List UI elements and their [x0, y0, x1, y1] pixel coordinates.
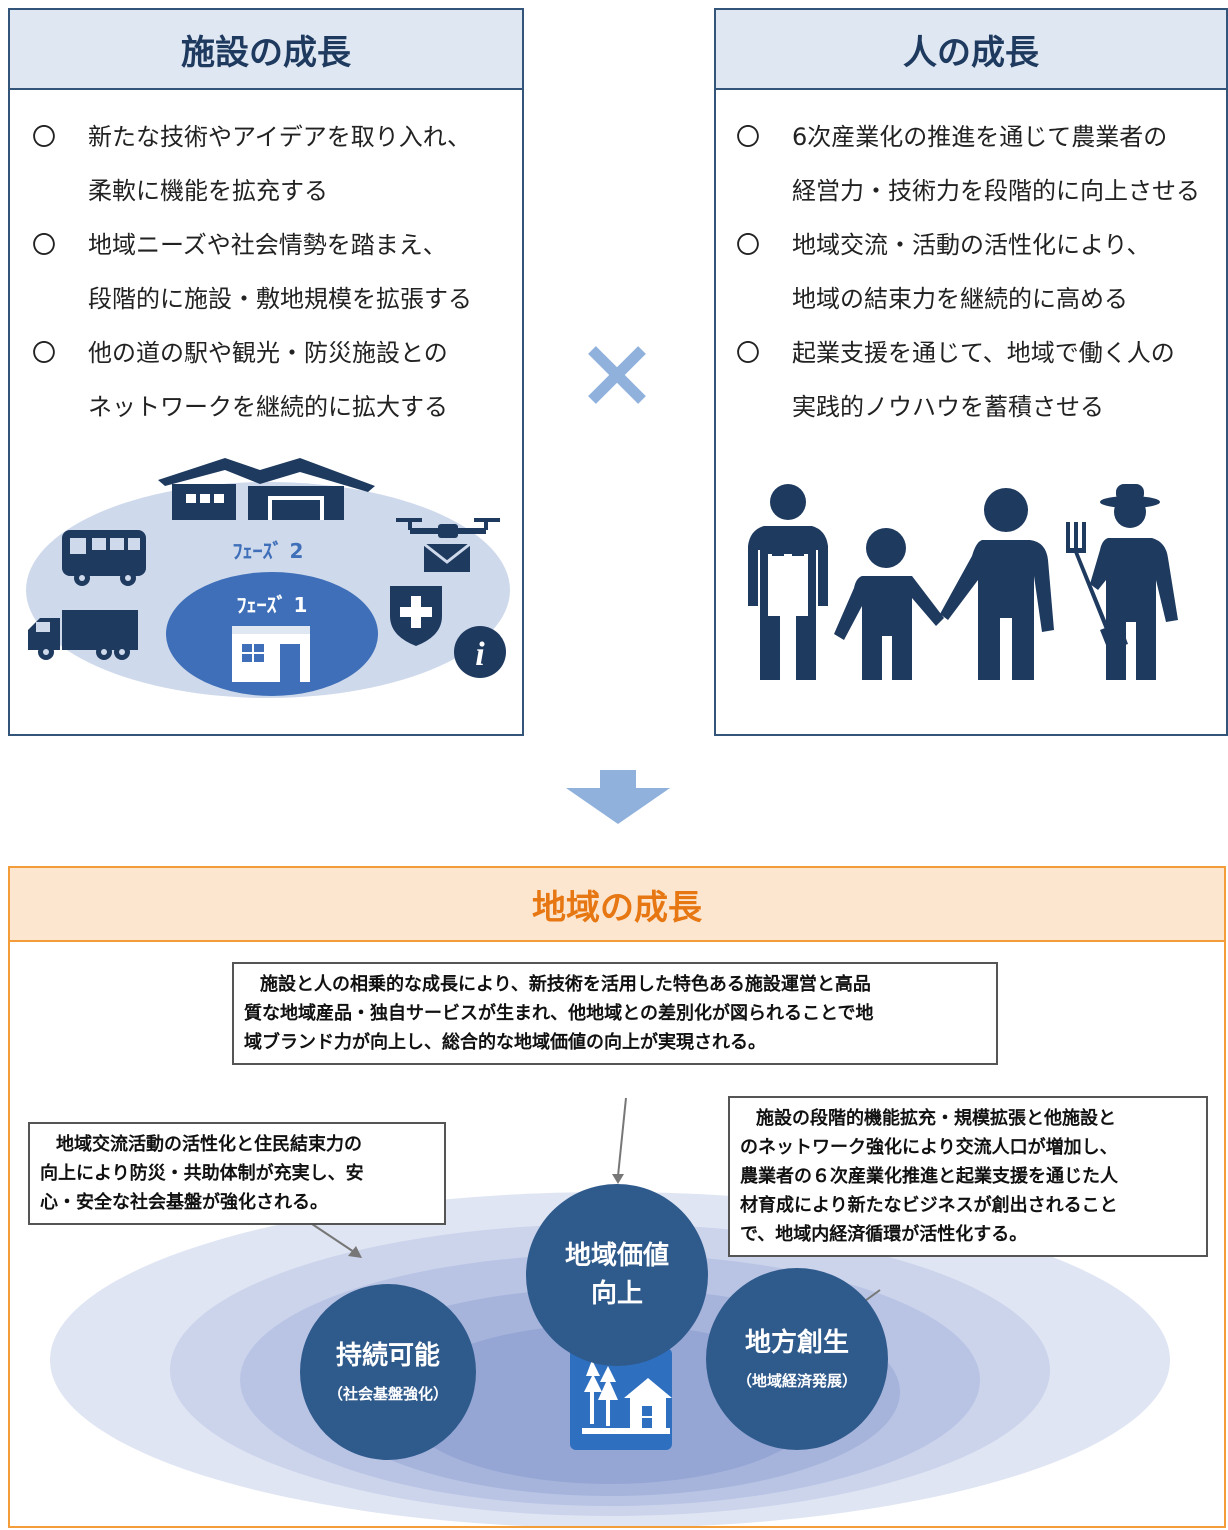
warehouse-icon: [158, 458, 375, 520]
regional-growth-title: 地域の成長: [10, 868, 1224, 942]
facility-bullet-1-line-2: 柔軟に機能を拡充する: [88, 177, 328, 205]
sustainability-sub: （社会基盤強化）: [327, 1385, 448, 1403]
info-icon: i: [454, 626, 506, 678]
callout-regional-value-line-1: 施設と人の相乗的な成長により、新技術を活用した特色ある施設運営と高品: [260, 974, 871, 995]
bullet-mark: 〇: [32, 231, 56, 259]
bullet-mark: 〇: [736, 123, 760, 151]
people-bullet-2: 〇 地域交流・活動の活性化により、地域の結束力を継続的に高める: [736, 218, 1224, 326]
callout-sustainability-line-3: 心・安全な社会基盤が強化される。: [40, 1192, 328, 1213]
child-icon: [834, 528, 944, 680]
apron-worker-icon: [748, 484, 828, 680]
regional-revitalization-sub: （地域経済発展）: [736, 1372, 857, 1390]
callout-regional-revitalization: 施設の段階的機能拡充・規模拡張と他施設と のネットワーク強化により交流人口が増加…: [728, 1096, 1208, 1257]
callout-regional-revitalization-line-1: 施設の段階的機能拡充・規模拡張と他施設と: [756, 1108, 1116, 1129]
regional-value-line-2: 向上: [590, 1279, 643, 1309]
people-illustration: [748, 484, 1178, 680]
facility-illustration: ﾌｪｰｽﾞ 2 ﾌｪｰｽﾞ 1: [26, 458, 510, 698]
callout-regional-value: 施設と人の相乗的な成長により、新技術を活用した特色ある施設運営と高品 質な地域産…: [232, 962, 998, 1065]
adult-icon: [940, 488, 1054, 680]
regional-revitalization-circle: 地方創生 （地域経済発展）: [706, 1268, 888, 1450]
down-arrow-icon: [566, 770, 670, 824]
callout-regional-value-line-3: 域ブランド力が向上し、総合的な地域価値の向上が実現される。: [244, 1032, 766, 1053]
shop-icon: [232, 626, 310, 682]
callout-sustainability-line-1: 地域交流活動の活性化と住民結束力の: [56, 1134, 362, 1155]
regional-growth-panel: 地域の成長 施設と人の相乗的な成長により、新技術を活用した特色ある施設運営と高品: [8, 866, 1226, 1528]
people-bullet-3: 〇 起業支援を通じて、地域で働く人の実践的ノウハウを蓄積させる: [736, 326, 1224, 434]
facility-bullet-1: 〇 新たな技術やアイデアを取り入れ、柔軟に機能を拡充する: [32, 110, 512, 218]
phase-2-label: ﾌｪｰｽﾞ 2: [233, 539, 304, 563]
multiply-icon: [588, 346, 646, 404]
facility-bullet-3-line-1: 他の道の駅や観光・防災施設との: [88, 339, 448, 367]
phase-1-label: ﾌｪｰｽﾞ 1: [237, 593, 308, 617]
people-bullet-list: 〇 6次産業化の推進を通じて農業者の経営力・技術力を段階的に向上させる 〇 地域…: [736, 110, 1224, 434]
people-bullet-3-line-1: 起業支援を通じて、地域で働く人の: [792, 339, 1175, 367]
people-bullet-2-line-1: 地域交流・活動の活性化により、: [792, 231, 1151, 259]
truck-icon: [28, 610, 138, 660]
people-growth-title: 人の成長: [716, 10, 1226, 90]
facility-growth-title: 施設の成長: [10, 10, 522, 90]
regional-value-circle: 地域価値 向上: [526, 1184, 708, 1366]
regional-revitalization-main: 地方創生: [744, 1328, 849, 1358]
connector-top: [617, 1097, 627, 1177]
facility-bullet-list: 〇 新たな技術やアイデアを取り入れ、柔軟に機能を拡充する 〇 地域ニーズや社会情…: [32, 110, 512, 434]
roadside-station-icon: [570, 1348, 672, 1450]
facility-bullet-3-line-2: ネットワークを継続的に拡大する: [88, 393, 448, 421]
bullet-mark: 〇: [32, 123, 56, 151]
farmer-icon: [1066, 484, 1178, 680]
people-growth-panel: 人の成長 〇 6次産業化の推進を通じて農業者の経営力・技術力を段階的に向上させる…: [714, 8, 1228, 736]
people-bullet-1: 〇 6次産業化の推進を通じて農業者の経営力・技術力を段階的に向上させる: [736, 110, 1224, 218]
facility-bullet-2-line-2: 段階的に施設・敷地規模を拡張する: [88, 285, 472, 313]
bullet-mark: 〇: [736, 231, 760, 259]
facility-bullet-2: 〇 地域ニーズや社会情勢を踏まえ、段階的に施設・敷地規模を拡張する: [32, 218, 512, 326]
people-bullet-2-line-2: 地域の結束力を継続的に高める: [792, 285, 1128, 313]
callout-regional-revitalization-line-3: 農業者の６次産業化推進と起業支援を通じた人: [740, 1166, 1118, 1187]
sustainability-circle: 持続可能 （社会基盤強化）: [300, 1284, 476, 1460]
people-bullet-1-line-2: 経営力・技術力を段階的に向上させる: [792, 177, 1200, 205]
facility-bullet-3: 〇 他の道の駅や観光・防災施設とのネットワークを継続的に拡大する: [32, 326, 512, 434]
callout-regional-revitalization-line-4: 材育成により新たなビジネスが創出されること: [740, 1195, 1118, 1216]
facility-bullet-2-line-1: 地域ニーズや社会情勢を踏まえ、: [88, 231, 447, 259]
callout-regional-revitalization-line-5: で、地域内経済循環が活性化する。: [740, 1224, 1028, 1245]
regional-value-line-1: 地域価値: [564, 1241, 669, 1271]
svg-text:i: i: [475, 636, 485, 673]
sustainability-main: 持続可能: [335, 1341, 440, 1371]
shield-cross-icon: [390, 586, 442, 646]
callout-sustainability-line-2: 向上により防災・共助体制が充実し、安: [40, 1163, 364, 1184]
bullet-mark: 〇: [736, 339, 760, 367]
callout-sustainability: 地域交流活動の活性化と住民結束力の 向上により防災・共助体制が充実し、安 心・安…: [28, 1122, 446, 1225]
drone-icon: [396, 518, 500, 572]
bus-icon: [62, 530, 146, 586]
facility-growth-panel: 施設の成長 〇 新たな技術やアイデアを取り入れ、柔軟に機能を拡充する 〇 地域ニ…: [8, 8, 524, 736]
bullet-mark: 〇: [32, 339, 56, 367]
people-bullet-3-line-2: 実践的ノウハウを蓄積させる: [792, 393, 1104, 421]
people-bullet-1-line-1: 6次産業化の推進を通じて農業者の: [792, 123, 1168, 151]
facility-bullet-1-line-1: 新たな技術やアイデアを取り入れ、: [88, 123, 472, 151]
callout-regional-revitalization-line-2: のネットワーク強化により交流人口が増加し、: [740, 1137, 1118, 1158]
callout-regional-value-line-2: 質な地域産品・独自サービスが生まれ、他地域との差別化が図られることで地: [244, 1003, 874, 1024]
